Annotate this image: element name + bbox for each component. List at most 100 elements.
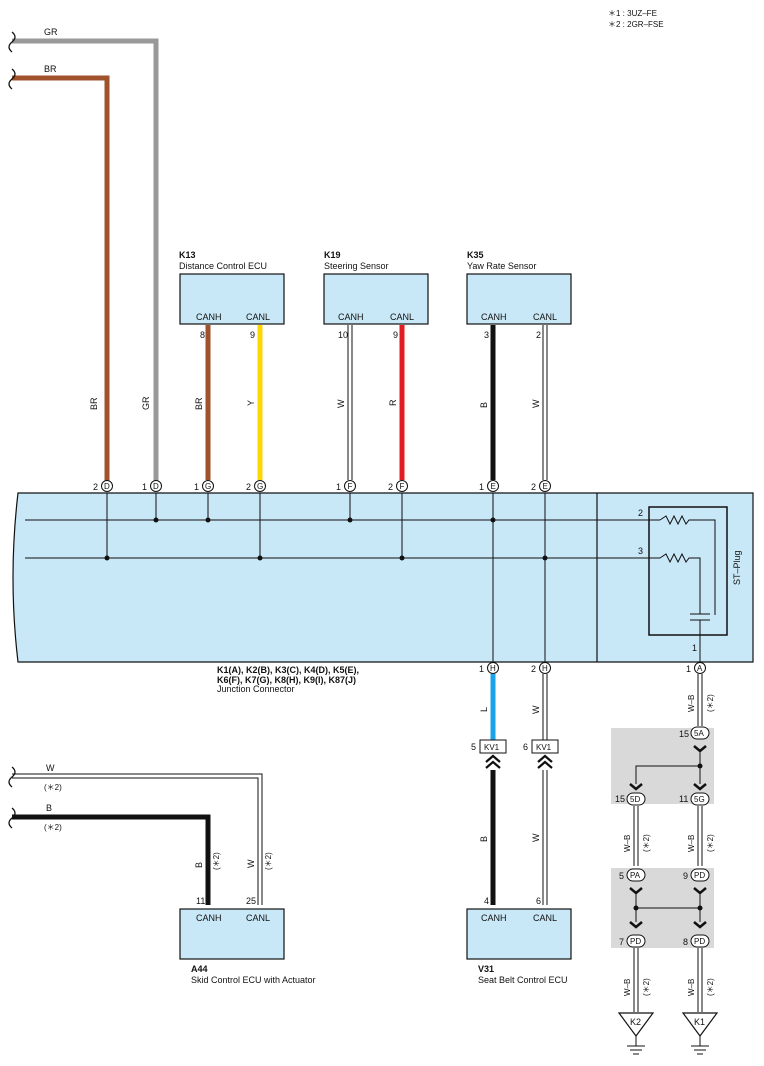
- chain-note-1: (＊2): [706, 694, 715, 712]
- junction-line-3: Junction Connector: [217, 684, 295, 694]
- st-plug-label: ST–Plug: [732, 550, 742, 585]
- v31-canl: CANL: [533, 913, 557, 923]
- chain-wire-label-3: W–B: [687, 835, 696, 852]
- connector-5a: [690, 726, 710, 740]
- chain-note-5: (＊2): [706, 978, 715, 996]
- svg-text:E: E: [491, 482, 496, 491]
- k19-pin-canl: 9: [393, 330, 398, 340]
- k19-canh: CANH: [338, 312, 364, 322]
- a44-box: [179, 908, 285, 960]
- svg-text:PD: PD: [694, 937, 705, 946]
- svg-text:5G: 5G: [694, 795, 705, 804]
- k35-code: K35: [467, 250, 484, 260]
- k13-pin-canl: 9: [250, 330, 255, 340]
- k35-pin-canh: 3: [484, 330, 489, 340]
- svg-text:D: D: [104, 482, 110, 491]
- v31-code: V31: [478, 964, 494, 974]
- svg-text:1: 1: [479, 664, 484, 674]
- left-wire-w-note: (＊2): [44, 783, 62, 792]
- k35-canl: CANL: [533, 312, 557, 322]
- connector-chevron-icon: [629, 783, 643, 791]
- svg-text:A: A: [697, 664, 703, 673]
- chain-note-2: (＊2): [642, 834, 651, 852]
- svg-text:5A: 5A: [694, 729, 704, 738]
- svg-text:PD: PD: [630, 937, 641, 946]
- svg-text:H: H: [542, 664, 548, 673]
- svg-text:PA: PA: [630, 871, 641, 880]
- connector-pa: [626, 868, 646, 882]
- k19-pin-canh: 10: [338, 330, 348, 340]
- connector-chevron-icon: [693, 921, 707, 929]
- connector-5d: [626, 792, 646, 806]
- svg-text:1: 1: [194, 482, 199, 492]
- connector-chevron-icon: [629, 921, 643, 929]
- k13-wire-canh: BR: [194, 397, 204, 410]
- wire-label-gr: GR: [44, 27, 58, 37]
- connector-chevron-icon: [629, 887, 643, 895]
- c5a-pin: 15: [679, 729, 689, 739]
- svg-text:2: 2: [388, 482, 393, 492]
- svg-text:F: F: [348, 482, 353, 491]
- v31-branch: L W 5 KV1 6 KV1 B W: [471, 674, 559, 905]
- chain-wire-label-4: W–B: [623, 979, 632, 996]
- connector-chevron-icon: [693, 783, 707, 791]
- k19-wire-canl: R: [388, 399, 398, 406]
- svg-text:1: 1: [479, 482, 484, 492]
- k35-name: Yaw Rate Sensor: [467, 261, 536, 271]
- resistor-icon: [659, 552, 701, 614]
- note-2: ＊2 : 2GR–FSE: [608, 20, 664, 29]
- kv1-wire-right: W: [531, 705, 541, 714]
- k19-code: K19: [324, 250, 341, 260]
- cpa-pin: 5: [619, 871, 624, 881]
- k35-box: [466, 273, 572, 325]
- a44-wire-canh: B: [194, 862, 204, 868]
- st-pin-1: 1: [692, 643, 697, 653]
- cpd1-pin: 9: [683, 871, 688, 881]
- st-plug-box: [648, 506, 728, 636]
- connector-pd-2: [626, 934, 646, 948]
- v31-pin-canh: 4: [484, 896, 489, 906]
- connector-chevron-icon: [693, 745, 707, 753]
- kv1-pin-right: 6: [523, 742, 528, 752]
- connector-5g: [690, 792, 710, 806]
- ground-triangle-icon: [617, 1012, 655, 1038]
- a44-note-canh: (＊2): [212, 852, 221, 870]
- ground-triangle-icon: [681, 1012, 719, 1038]
- break-mark-icon: [8, 766, 16, 788]
- k13-name: Distance Control ECU: [179, 261, 267, 271]
- chain-wire-label-2: W–B: [623, 835, 632, 852]
- junction-line-1: K1(A), K2(B), K3(C), K4(D), K5(E),: [217, 665, 359, 675]
- kv1-connector-right: [531, 739, 559, 754]
- svg-text:H: H: [490, 664, 496, 673]
- kv1-wire-left: L: [479, 707, 489, 712]
- k13-wire-canl: Y: [246, 400, 256, 406]
- junction-line-2: K6(F), K7(G), K8(H), K9(I), K87(J): [217, 675, 356, 685]
- k13-code: K13: [179, 250, 196, 260]
- svg-text:F: F: [400, 482, 405, 491]
- k19-name: Steering Sensor: [324, 261, 389, 271]
- svg-text:G: G: [257, 482, 263, 491]
- side-wire-label-br: BR: [89, 397, 99, 410]
- incoming-wire-br: BR: [8, 64, 110, 485]
- chain-note-3: (＊2): [706, 834, 715, 852]
- k13-pin-canh: 8: [200, 330, 205, 340]
- a44-canh: CANH: [196, 913, 222, 923]
- svg-text:K1: K1: [694, 1017, 705, 1027]
- svg-text:5D: 5D: [630, 795, 640, 804]
- k19-wire-canh: W: [336, 399, 346, 408]
- v31-pin-canl: 6: [536, 896, 541, 906]
- chain-wire-label-5: W–B: [687, 979, 696, 996]
- chain-wire-label-1: W–B: [687, 695, 696, 712]
- v31-wire-canl: W: [531, 833, 541, 842]
- svg-text:1: 1: [142, 482, 147, 492]
- resistor-icon: [659, 514, 716, 615]
- chain-note-4: (＊2): [642, 978, 651, 996]
